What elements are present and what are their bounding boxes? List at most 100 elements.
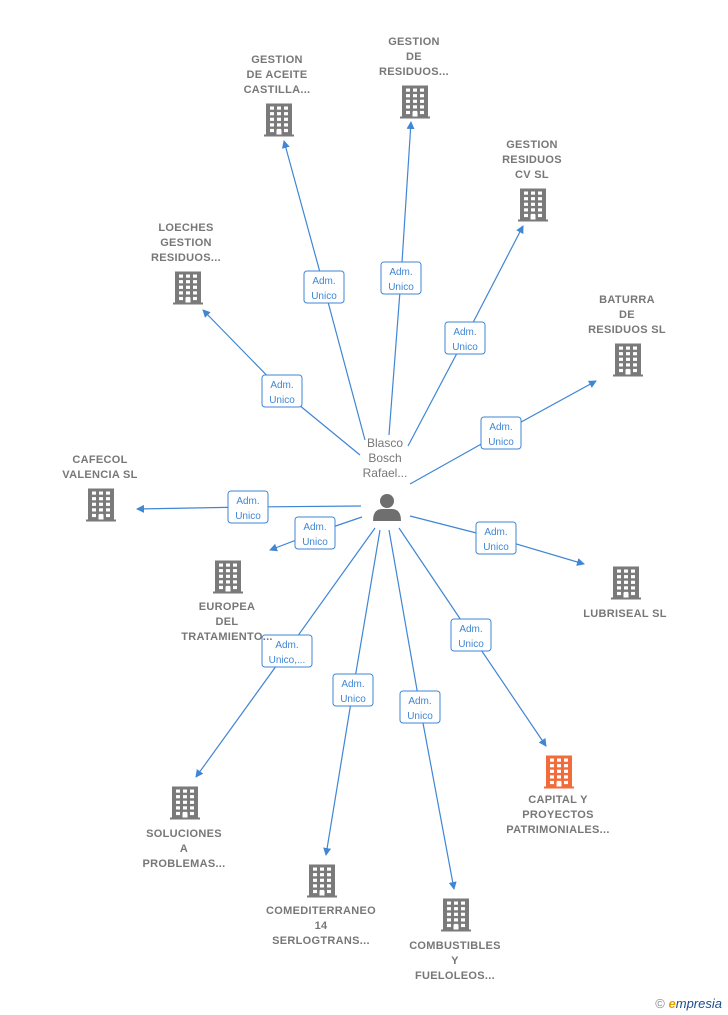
edge-label: Adm.Unico [488, 422, 514, 448]
edge-label-box [399, 690, 441, 724]
edge-label-box [261, 634, 313, 668]
company-label-line: BATURRA [599, 294, 655, 306]
building-icon [170, 786, 200, 820]
edge-europea[interactable]: Adm.Unico [269, 516, 363, 552]
company-label-line: COMBUSTIBLES [409, 940, 501, 952]
company-label-line: GESTION [388, 36, 440, 48]
edge-label-line: Adm. [312, 276, 335, 287]
edge-cafecol[interactable]: Adm. Unico [136, 490, 362, 524]
edge-gestion-residuos[interactable]: Adm.Unico [380, 121, 422, 436]
edge-label-line: Unico [407, 711, 433, 722]
edge-label-box [332, 673, 374, 707]
edge-lubriseal[interactable]: Adm.Unico [409, 515, 585, 566]
building-icon [86, 488, 116, 522]
brand-logo-e: e [668, 996, 676, 1011]
edge-label-line: Adm. [270, 380, 293, 391]
brand-footer[interactable]: © empresia [655, 996, 722, 1011]
edge-label-box [480, 416, 522, 450]
edge-combustibles[interactable]: Adm.Unico [388, 529, 457, 890]
company-label: GESTION DE RESIDUOS... [379, 36, 449, 78]
person-label-line: Bosch [368, 451, 401, 465]
company-label-line: PROBLEMAS... [142, 858, 225, 870]
edge-label-box [450, 618, 492, 652]
edge-label-box [475, 521, 517, 555]
building-icon [400, 85, 430, 119]
company-label-line: DE ACEITE [247, 69, 308, 81]
edge-gestion-residuos-cv[interactable]: Adm.Unico [407, 225, 524, 447]
company-label-line: COMEDITERRANEO [266, 905, 376, 917]
edge-label-line: Unico [235, 511, 261, 522]
edge-label-line: Adm. [341, 679, 364, 690]
building-icon [518, 188, 548, 222]
edge-label: Adm. Unico [269, 380, 295, 406]
edge-label: Adm. Unico [235, 496, 261, 522]
company-label-line: GESTION [251, 54, 303, 66]
company-label-line: PATRIMONIALES... [506, 824, 609, 836]
company-label-line: LUBRISEAL SL [583, 608, 666, 620]
building-icon [173, 271, 203, 305]
edge-loeches[interactable]: Adm. Unico [202, 309, 361, 456]
edge-label-line: Unico,... [269, 655, 306, 666]
edge-comediterraneo[interactable]: Adm.Unico [323, 529, 381, 856]
edge-label-line: Unico [452, 342, 478, 353]
company-label-line: DE [406, 51, 422, 63]
company-label-line: RESIDUOS... [379, 66, 449, 78]
company-label-line: FUELOLEOS... [415, 970, 495, 982]
edge-label: Adm.Unico [407, 696, 433, 722]
building-icon [611, 566, 641, 600]
edge-label-line: Unico [269, 395, 295, 406]
company-label-line: CV SL [515, 169, 549, 181]
edge-label: Adm.Unico [311, 276, 337, 302]
nodes-layer: GESTION DE ACEITE CASTILLA... GESTION DE RESI… [62, 36, 666, 982]
edge-label-line: Adm. [459, 624, 482, 635]
edge-label-line: Adm. [303, 522, 326, 533]
company-node-gestion-aceite[interactable]: GESTION DE ACEITE CASTILLA... [244, 54, 311, 137]
edge-baturra[interactable]: Adm.Unico [409, 380, 597, 485]
edge-label-box [261, 374, 303, 408]
edge-label: Adm.Unico [483, 527, 509, 553]
edge-capital[interactable]: Adm. Unico [398, 527, 547, 747]
brand-logo-text: mpresia [675, 996, 722, 1011]
building-icon [213, 560, 243, 594]
company-label: LUBRISEAL SL [583, 608, 666, 620]
edge-label-line: Unico [483, 542, 509, 553]
edge-label-box [294, 516, 336, 550]
edge-soluciones[interactable]: Adm. Unico,... [195, 527, 376, 778]
edge-label: Adm.Unico [340, 679, 366, 705]
company-label-line: TRATAMIENTO... [181, 631, 273, 643]
company-label-line: SOLUCIONES [146, 828, 222, 840]
company-node-gestion-residuos[interactable]: GESTION DE RESIDUOS... [379, 36, 449, 119]
building-icon [613, 343, 643, 377]
edge-gestion-aceite[interactable]: Adm.Unico [281, 140, 366, 441]
edge-label: Adm. Unico,... [269, 640, 306, 666]
company-label-line: CASTILLA... [244, 84, 311, 96]
edge-label-box [227, 490, 269, 524]
company-label-line: RESIDUOS... [151, 252, 221, 264]
edge-label: Adm.Unico [452, 327, 478, 353]
company-label-line: CAPITAL Y [528, 794, 588, 806]
edge-label-line: Unico [488, 437, 514, 448]
edge-label-line: Adm. [236, 496, 259, 507]
company-label: GESTION DE ACEITE CASTILLA... [244, 54, 311, 96]
edge-label-box [380, 261, 422, 295]
company-node-lubriseal[interactable]: LUBRISEAL SL [583, 566, 666, 621]
edge-label-line: Adm. [275, 640, 298, 651]
company-label-line: CAFECOL [72, 454, 127, 466]
